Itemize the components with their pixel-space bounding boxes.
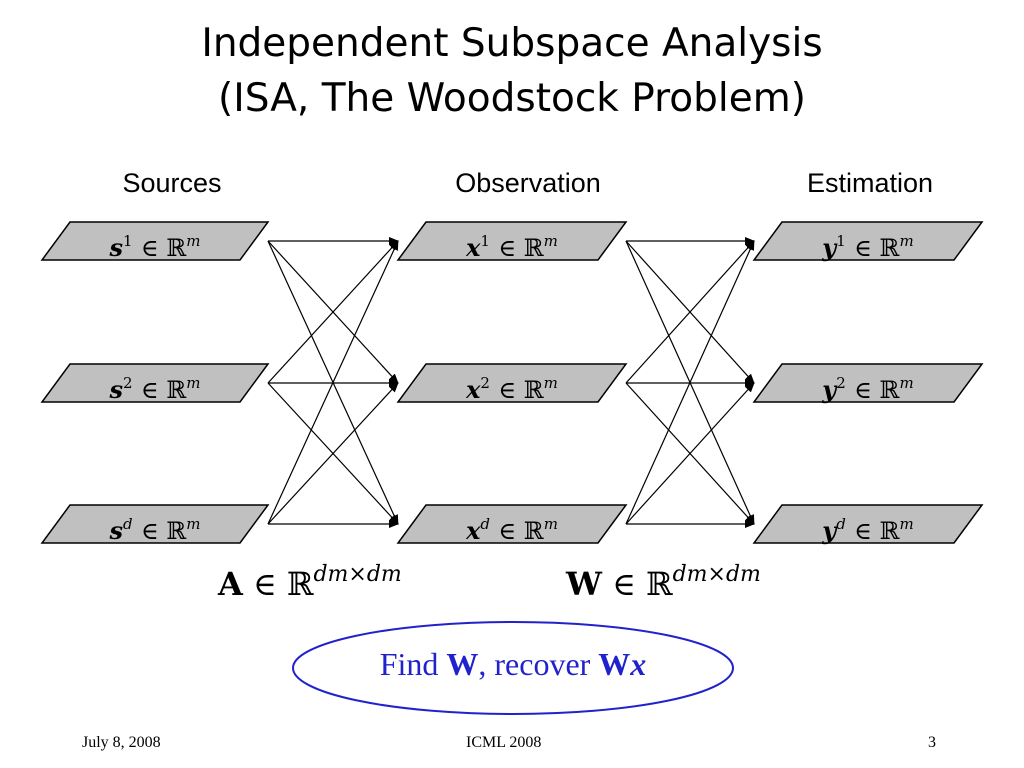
separation-matrix-label: W ∈ ℝdm×dm <box>566 562 761 603</box>
label-observation-d: xd ∈ ℝm <box>466 515 558 545</box>
plane-observation-1 <box>396 221 628 261</box>
slide-title-line-1: Independent Subspace Analysis <box>201 21 823 66</box>
plane-estimation-d <box>752 504 984 544</box>
label-source-d: sd ∈ ℝm <box>109 515 201 545</box>
footer-date: July 8, 2008 <box>82 734 161 751</box>
goal-statement: Find W, recover Wx <box>379 646 647 682</box>
arrow-sd-x1 <box>267 240 399 525</box>
column-heading-sources: Sources <box>122 168 222 198</box>
label-source-1: s1 ∈ ℝm <box>109 232 201 262</box>
arrow-s2-x1 <box>267 240 399 384</box>
label-estimation-d: yd ∈ ℝm <box>822 515 914 545</box>
slide-title-line-2: (ISA, The Woodstock Problem) <box>218 76 806 121</box>
plane-observation-2 <box>396 363 628 403</box>
footer-venue: ICML 2008 <box>466 734 542 751</box>
plane-observation-d <box>396 504 628 544</box>
arrow-xd-y2 <box>625 382 755 525</box>
mixing-matrix-label: A ∈ ℝdm×dm <box>218 562 402 603</box>
column-heading-estimation: Estimation <box>806 168 934 198</box>
column-heading-observation: Observation <box>455 168 601 198</box>
footer-page-number: 3 <box>928 734 936 751</box>
arrow-sd-x2 <box>267 382 399 525</box>
plane-estimation-2 <box>752 363 984 403</box>
plane-source-1 <box>40 221 270 261</box>
label-estimation-1: y1 ∈ ℝm <box>822 232 914 262</box>
plane-source-d <box>40 504 270 544</box>
label-estimation-2: y2 ∈ ℝm <box>822 374 914 404</box>
label-observation-1: x1 ∈ ℝm <box>466 232 558 262</box>
label-source-2: s2 ∈ ℝm <box>109 374 201 404</box>
goal-ellipse <box>292 621 734 715</box>
plane-estimation-1 <box>752 221 984 261</box>
plane-source-2 <box>40 363 270 403</box>
arrow-x2-y1 <box>625 240 755 384</box>
arrow-xd-y1 <box>625 240 755 525</box>
label-observation-2: x2 ∈ ℝm <box>466 374 558 404</box>
